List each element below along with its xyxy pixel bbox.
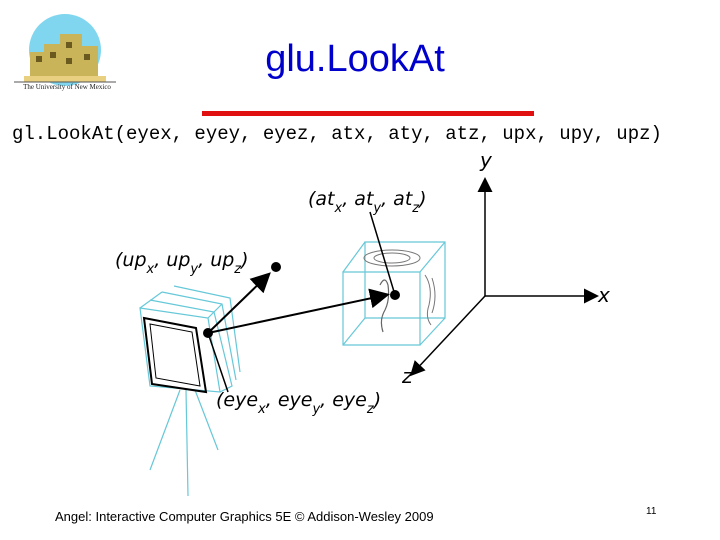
page-title: glu.LookAt (265, 38, 445, 80)
up-point (271, 262, 281, 272)
at-point (390, 290, 400, 300)
eye-point (203, 328, 213, 338)
up-label: (upx, upy, upz) (115, 249, 249, 277)
camera (139, 285, 241, 497)
view-direction-arrow (207, 288, 390, 334)
university-logo (14, 14, 116, 86)
camera-lens-window (142, 316, 208, 394)
logo-caption: The University of New Mexico (23, 83, 111, 91)
function-signature: gl.LookAt(eyex, eyey, eyez, atx, aty, at… (12, 123, 662, 145)
eye-label: (eyex, eyey, eyez) (216, 389, 381, 417)
z-axis-label: z (401, 364, 413, 388)
eye-pointer-line (207, 332, 229, 393)
title-underline (202, 111, 534, 116)
footer-credit: Angel: Interactive Computer Graphics 5E … (55, 509, 434, 524)
at-pointer-line (369, 211, 396, 296)
page-number: 11 (646, 506, 657, 517)
up-vector-arrow (207, 272, 271, 334)
x-axis-label: x (597, 283, 610, 307)
at-label: (atx, aty, atz) (308, 188, 427, 216)
axes (409, 177, 599, 377)
y-axis-label: y (479, 148, 493, 172)
